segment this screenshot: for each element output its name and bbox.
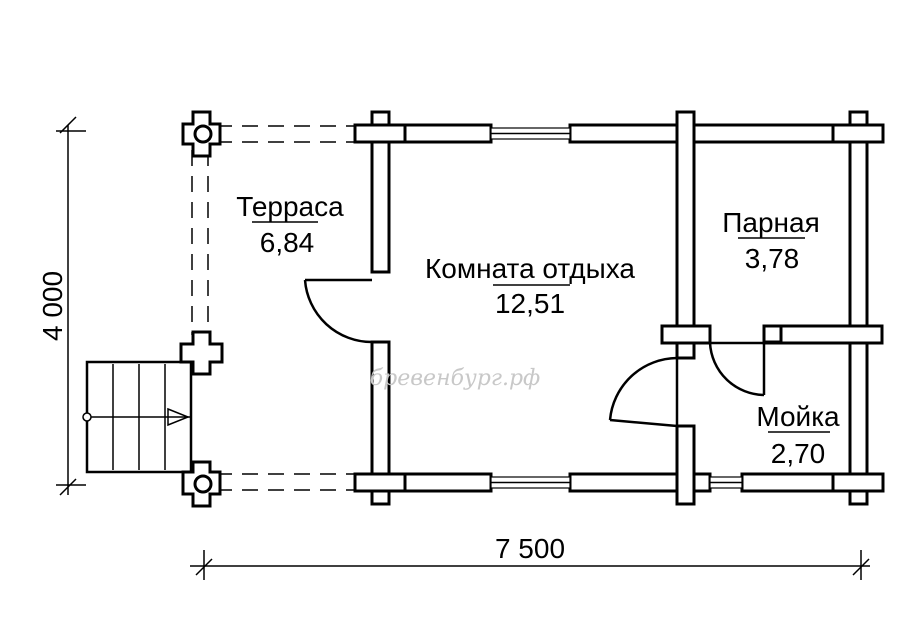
window-top: [490, 127, 571, 140]
room-rest-area: 12,51: [495, 288, 565, 319]
room-steam: Парная 3,78: [722, 207, 819, 274]
room-wash-area: 2,70: [771, 438, 826, 469]
window-bottom-wash: [709, 476, 743, 489]
watermark: бревенбург.рф: [370, 366, 541, 391]
dimension-width: [190, 550, 870, 580]
room-wash-name: Мойка: [756, 401, 840, 432]
door-entrance: [303, 278, 373, 344]
terrace-post-top: [181, 110, 222, 158]
room-rest-name: Комната отдыха: [425, 253, 635, 284]
dimension-width-label: 7 500: [495, 533, 565, 564]
room-terrace-area: 6,84: [260, 227, 315, 258]
door-steam-room: [708, 341, 766, 397]
room-rest: Комната отдыха 12,51: [425, 253, 635, 319]
terrace-outline: [191, 125, 360, 491]
room-wash: Мойка 2,70: [756, 401, 840, 469]
stairs: [82, 360, 193, 474]
room-terrace: Терраса 6,84: [236, 191, 344, 258]
dimension-depth-label: 4 000: [37, 271, 68, 341]
door-rest-room: [608, 356, 679, 428]
room-steam-area: 3,78: [745, 243, 800, 274]
room-terrace-name: Терраса: [236, 191, 344, 222]
terrace-post-bottom: [181, 460, 222, 508]
terrace-post-middle: [179, 330, 224, 376]
dimension-depth: [56, 116, 86, 496]
room-steam-name: Парная: [722, 207, 819, 238]
window-bottom-main: [490, 476, 571, 489]
